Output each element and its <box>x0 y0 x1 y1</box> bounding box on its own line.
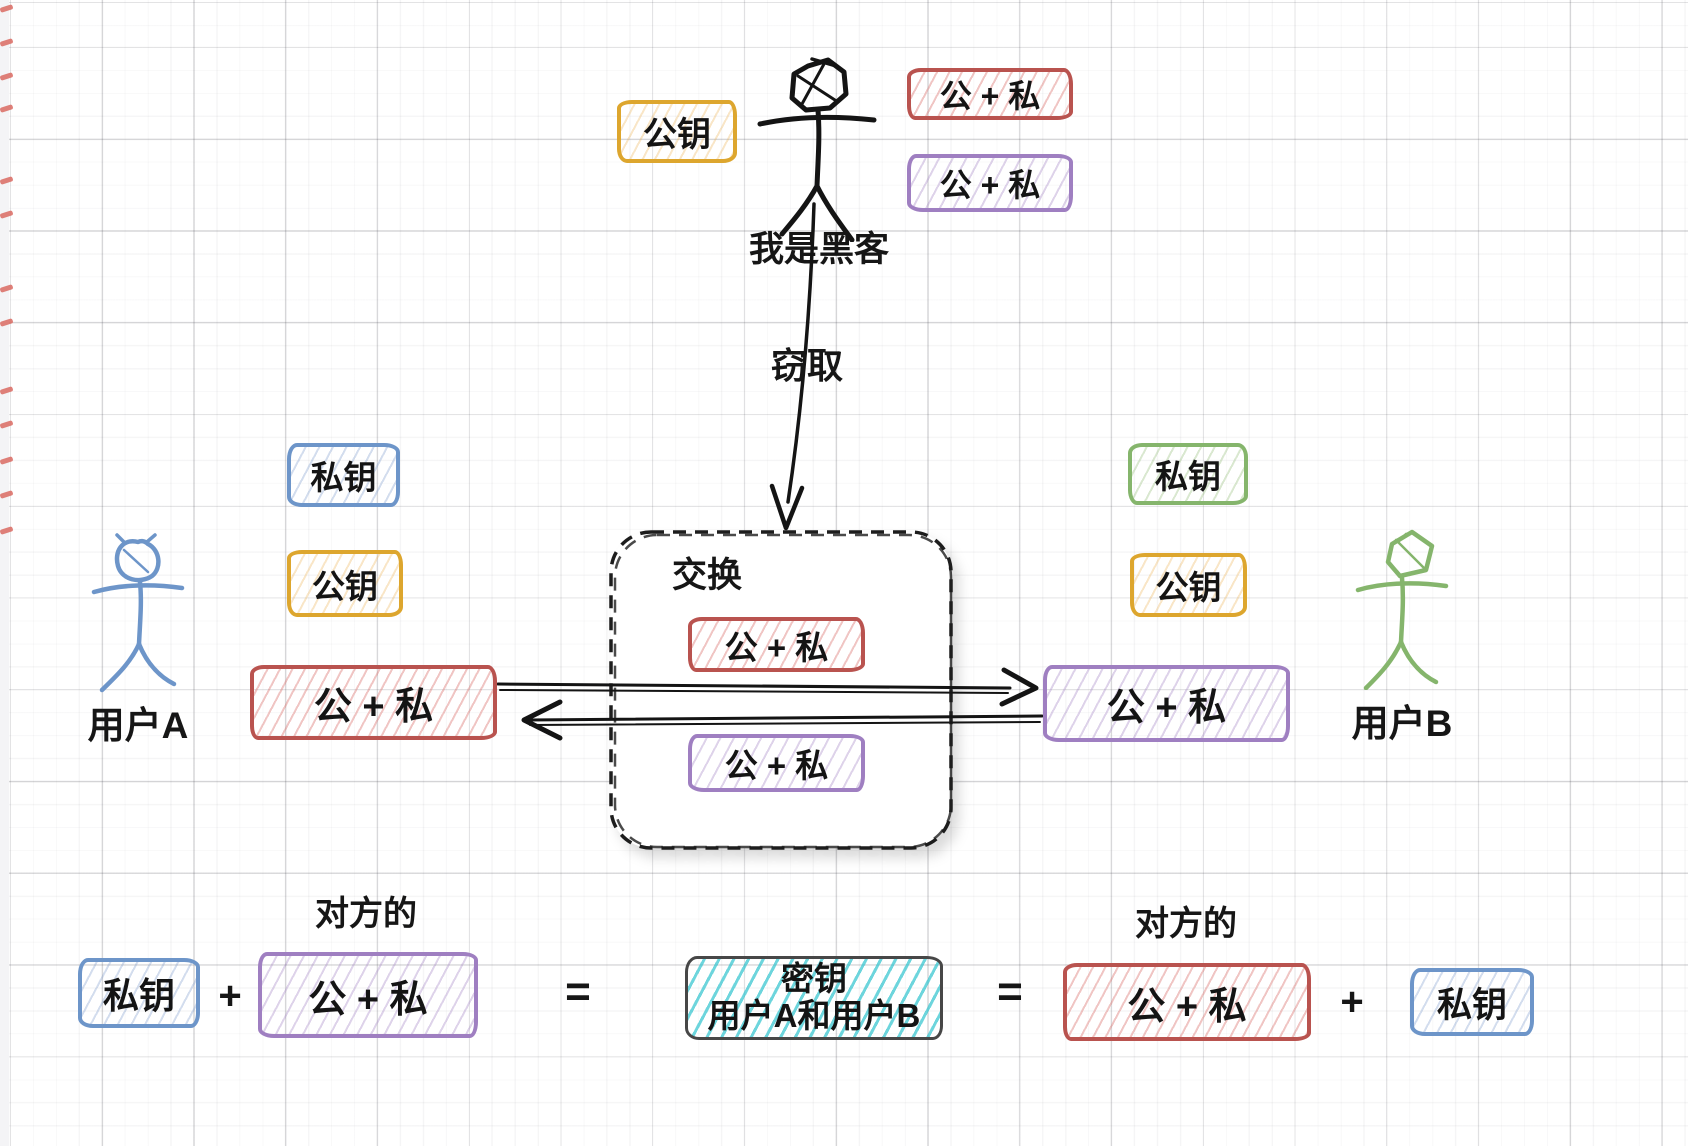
arrow-a-to-b <box>494 662 1046 708</box>
user-b-label: 用户B <box>1351 703 1453 744</box>
exchange-pair-purple-tag: 公 + 私 <box>688 734 865 792</box>
user-b-private-key-tag: 私钥 <box>1128 443 1248 505</box>
equation-left-pair-tag: 公 + 私 <box>258 952 478 1038</box>
equation-equals-left: = <box>565 967 591 1016</box>
steal-label: 窃取 <box>770 345 843 386</box>
hacker-public-key-tag: 公钥 <box>617 100 737 163</box>
user-a-figure-icon <box>90 532 190 694</box>
equation-plus-right: + <box>1340 979 1364 1024</box>
equation-right-other-label: 对方的 <box>1135 904 1237 943</box>
user-b-figure-icon <box>1350 528 1450 690</box>
user-a-public-key-tag: 公钥 <box>287 550 403 617</box>
user-a-private-key-tag: 私钥 <box>287 443 400 507</box>
page-edge-strip <box>0 0 9 1146</box>
user-b-public-key-tag: 公钥 <box>1130 553 1247 617</box>
exchange-pair-red-tag: 公 + 私 <box>688 617 865 672</box>
user-a-label: 用户A <box>87 705 189 746</box>
hacker-pair-purple-tag: 公 + 私 <box>907 154 1073 212</box>
equation-equals-right: = <box>997 967 1023 1016</box>
arrow-b-to-a <box>494 698 1046 744</box>
exchange-title: 交换 <box>671 555 742 595</box>
exchange-box: 交换 公 + 私 公 + 私 <box>607 528 955 852</box>
hacker-pair-red-tag: 公 + 私 <box>907 68 1073 120</box>
secret-key-line1: 密钥 <box>781 960 847 998</box>
secret-key-tag: 密钥 用户A和用户B <box>685 956 943 1040</box>
equation-right-private-key-tag: 私钥 <box>1410 968 1534 1036</box>
equation-left-other-label: 对方的 <box>315 894 417 933</box>
equation-plus-left: + <box>218 973 242 1018</box>
equation-left-private-key-tag: 私钥 <box>78 958 200 1028</box>
hacker-label: 我是黑客 <box>748 229 889 269</box>
user-b-pair-tag: 公 + 私 <box>1043 665 1290 742</box>
user-a-pair-tag: 公 + 私 <box>250 665 497 740</box>
equation-right-pair-tag: 公 + 私 <box>1063 963 1311 1041</box>
hacker-figure-icon <box>752 56 878 242</box>
steal-arrow <box>766 202 830 536</box>
secret-key-line2: 用户A和用户B <box>707 997 921 1034</box>
